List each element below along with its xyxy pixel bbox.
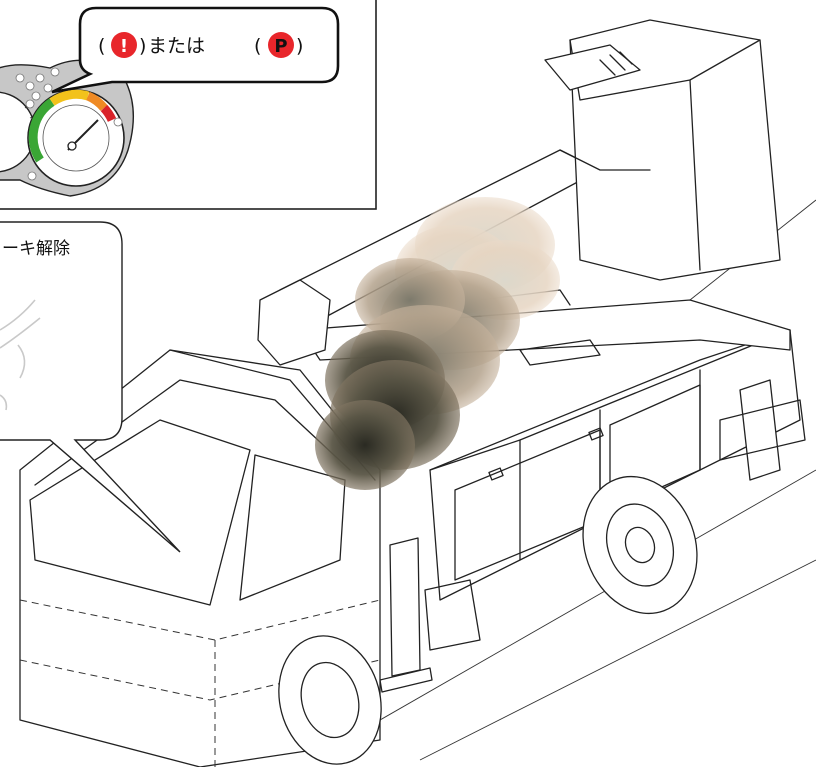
indicator-lamp [113,117,123,127]
smoke-cloud [315,197,560,490]
speech-bubble-text: ーキ解除 [2,239,70,259]
open-paren: ( [254,35,261,57]
indicator-lamp [43,83,53,93]
truck-bed [429,329,801,601]
operator-seat [257,279,331,366]
indicator-lamp [31,91,41,101]
gauge-orange-band [86,91,108,112]
smoke-puff [315,400,415,490]
parking-brake-lamp-icon [268,32,294,58]
faint-stroke [0,317,41,349]
warning-lamp-symbol: ! [120,36,128,57]
front-outrigger [389,537,421,677]
close-paren: ) [296,35,303,57]
indicator-lamp [27,171,37,181]
gauge-yellow-band [49,89,90,106]
faint-stroke [0,299,36,331]
speech-bubble-frame [0,221,181,553]
gauge-red-band [100,104,117,122]
close-paren: ) [139,35,146,57]
faint-stroke [0,394,8,411]
indicator-lamp [25,81,35,91]
gauge-hub [67,141,77,151]
indicator-lamp [35,73,45,83]
front-wheel [278,635,382,765]
gauge-green-band [28,98,55,163]
indicator-label-bubble [51,6,340,94]
speech-bubble: ーキ解除 [0,221,181,553]
rear-wheel [582,475,698,615]
windshield [29,419,251,606]
side-window [239,454,346,601]
road-line [419,559,816,761]
indicator-lamp [50,67,60,77]
or-connector: または [148,35,205,57]
indicator-lamp [15,73,25,83]
road-line [379,469,816,721]
indicator-lamp [25,99,35,109]
faint-stroke [17,344,26,379]
warning-lamp-icon [111,32,137,58]
parking-brake-symbol: P [274,36,287,57]
open-paren: ( [98,35,105,57]
indicator-callout: ( ! ) または ( P ) [0,0,377,210]
rear-outrigger [739,379,781,481]
aerial-bucket [569,19,781,281]
